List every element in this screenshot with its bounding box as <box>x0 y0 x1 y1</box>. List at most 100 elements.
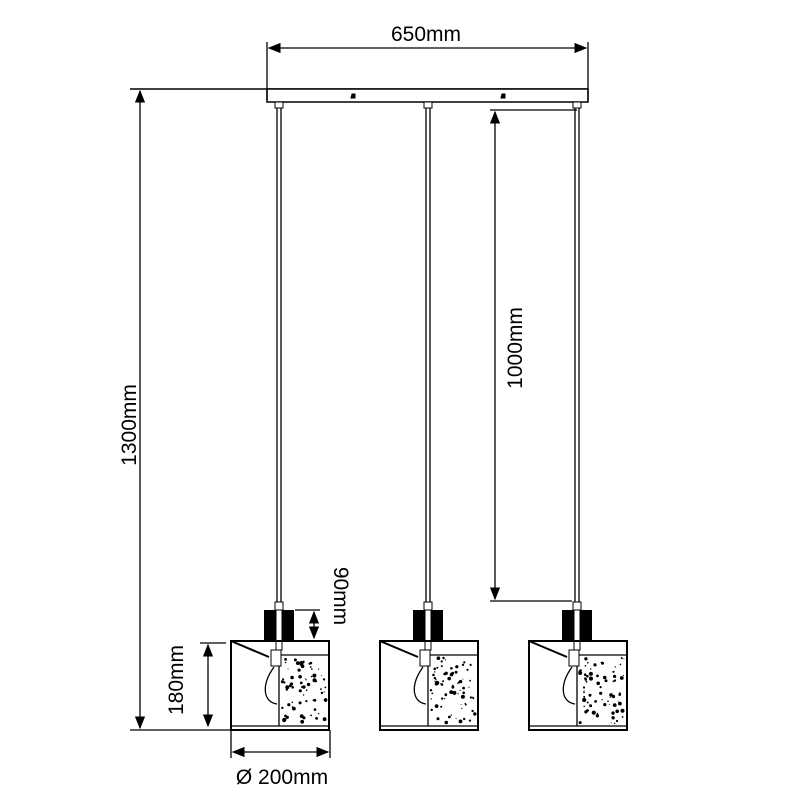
concrete-speckle <box>622 674 624 677</box>
width-label: 650mm <box>391 23 461 46</box>
concrete-speckle <box>317 713 320 715</box>
pendant-lamp <box>230 101 330 731</box>
concrete-speckle <box>583 691 585 694</box>
concrete-speckle <box>441 697 444 700</box>
concrete-speckle <box>455 665 459 669</box>
concrete-speckle <box>600 661 602 664</box>
concrete-speckle <box>324 686 327 689</box>
concrete-speckle <box>282 678 285 681</box>
concrete-speckle <box>300 719 305 724</box>
concrete-speckle <box>434 704 439 708</box>
concrete-speckle <box>587 661 589 664</box>
concrete-speckle <box>436 656 441 660</box>
concrete-speckle <box>436 717 440 721</box>
concrete-speckle <box>457 693 459 695</box>
concrete-speckle <box>593 663 597 667</box>
concrete-speckle <box>449 672 454 677</box>
concrete-speckle <box>285 715 289 719</box>
concrete-speckle <box>461 707 463 710</box>
concrete-speckle <box>585 680 588 683</box>
concrete-speckle <box>594 700 597 703</box>
cord-length-label: 1000mm <box>504 307 527 389</box>
concrete-speckle <box>435 679 437 681</box>
concrete-speckle <box>299 714 304 718</box>
concrete-speckle <box>584 710 588 714</box>
concrete-speckle <box>620 708 625 713</box>
concrete-speckle <box>281 706 284 710</box>
concrete-speckle <box>287 668 289 670</box>
concrete-speckle <box>309 666 312 668</box>
concrete-speckle <box>283 681 286 684</box>
concrete-speckle <box>596 681 600 686</box>
concrete-speckle <box>284 661 287 664</box>
pendant-lamp <box>379 101 479 731</box>
concrete-speckle <box>619 676 624 680</box>
concrete-speckle <box>449 690 454 694</box>
concrete-speckle <box>584 657 588 661</box>
concrete-speckle <box>440 665 443 668</box>
concrete-speckle <box>290 675 294 680</box>
concrete-speckle <box>614 666 616 668</box>
concrete-speckle <box>302 685 306 689</box>
concrete-speckle <box>612 670 615 673</box>
concrete-speckle <box>287 703 291 707</box>
concrete-speckle <box>583 690 585 692</box>
concrete-speckle <box>291 686 295 689</box>
concrete-speckle <box>305 679 307 681</box>
width-dimension <box>266 42 589 100</box>
concrete-speckle <box>596 712 599 715</box>
concrete-speckle <box>462 691 466 695</box>
concrete-speckle <box>311 668 313 670</box>
concrete-speckle <box>464 702 467 705</box>
concrete-speckle <box>299 681 303 685</box>
concrete-speckle <box>578 721 582 725</box>
concrete-speckle <box>469 663 472 667</box>
concrete-speckle <box>442 680 445 683</box>
concrete-speckle <box>604 679 608 683</box>
concrete-speckle <box>302 694 305 696</box>
concrete-speckle <box>583 673 587 676</box>
concrete-speckle <box>298 675 302 679</box>
concrete-speckle <box>444 720 449 725</box>
concrete-speckle <box>460 694 465 699</box>
concrete-speckle <box>430 698 432 700</box>
concrete-speckle <box>289 682 294 686</box>
concrete-speckle <box>609 696 611 698</box>
concrete-speckle <box>280 680 284 684</box>
concrete-speckle <box>468 686 470 688</box>
concrete-speckle <box>298 689 302 693</box>
concrete-speckle <box>603 703 607 707</box>
concrete-speckle <box>440 660 443 663</box>
concrete-speckle <box>473 712 477 716</box>
concrete-speckle <box>284 718 287 720</box>
concrete-speckle <box>458 679 463 684</box>
concrete-speckle <box>611 716 615 720</box>
concrete-speckle <box>305 689 308 691</box>
concrete-speckle <box>444 698 446 700</box>
concrete-speckle <box>458 719 463 724</box>
concrete-speckle <box>590 668 592 670</box>
concrete-speckle <box>320 675 322 676</box>
socket-height-dimension <box>295 609 320 640</box>
concrete-speckle <box>612 703 617 707</box>
concrete-speckle <box>459 689 461 692</box>
concrete-speckle <box>588 671 593 676</box>
concrete-speckle <box>299 660 304 666</box>
concrete-speckle <box>582 697 587 703</box>
concrete-speckle <box>308 662 311 665</box>
concrete-speckle <box>444 693 448 697</box>
concrete-speckle <box>317 668 320 670</box>
concrete-speckle <box>619 663 622 666</box>
concrete-speckle <box>313 708 317 711</box>
concrete-speckle <box>583 705 585 708</box>
concrete-speckle <box>293 658 297 662</box>
concrete-speckle <box>450 667 453 670</box>
concrete-speckle <box>429 689 433 692</box>
socket-height-label: 90mm <box>329 567 352 625</box>
concrete-speckle <box>313 698 317 702</box>
concrete-speckle <box>610 722 612 724</box>
concrete-speckle <box>586 674 589 678</box>
concrete-speckle <box>589 704 593 708</box>
concrete-speckle <box>583 695 586 698</box>
concrete-speckle <box>434 671 436 673</box>
